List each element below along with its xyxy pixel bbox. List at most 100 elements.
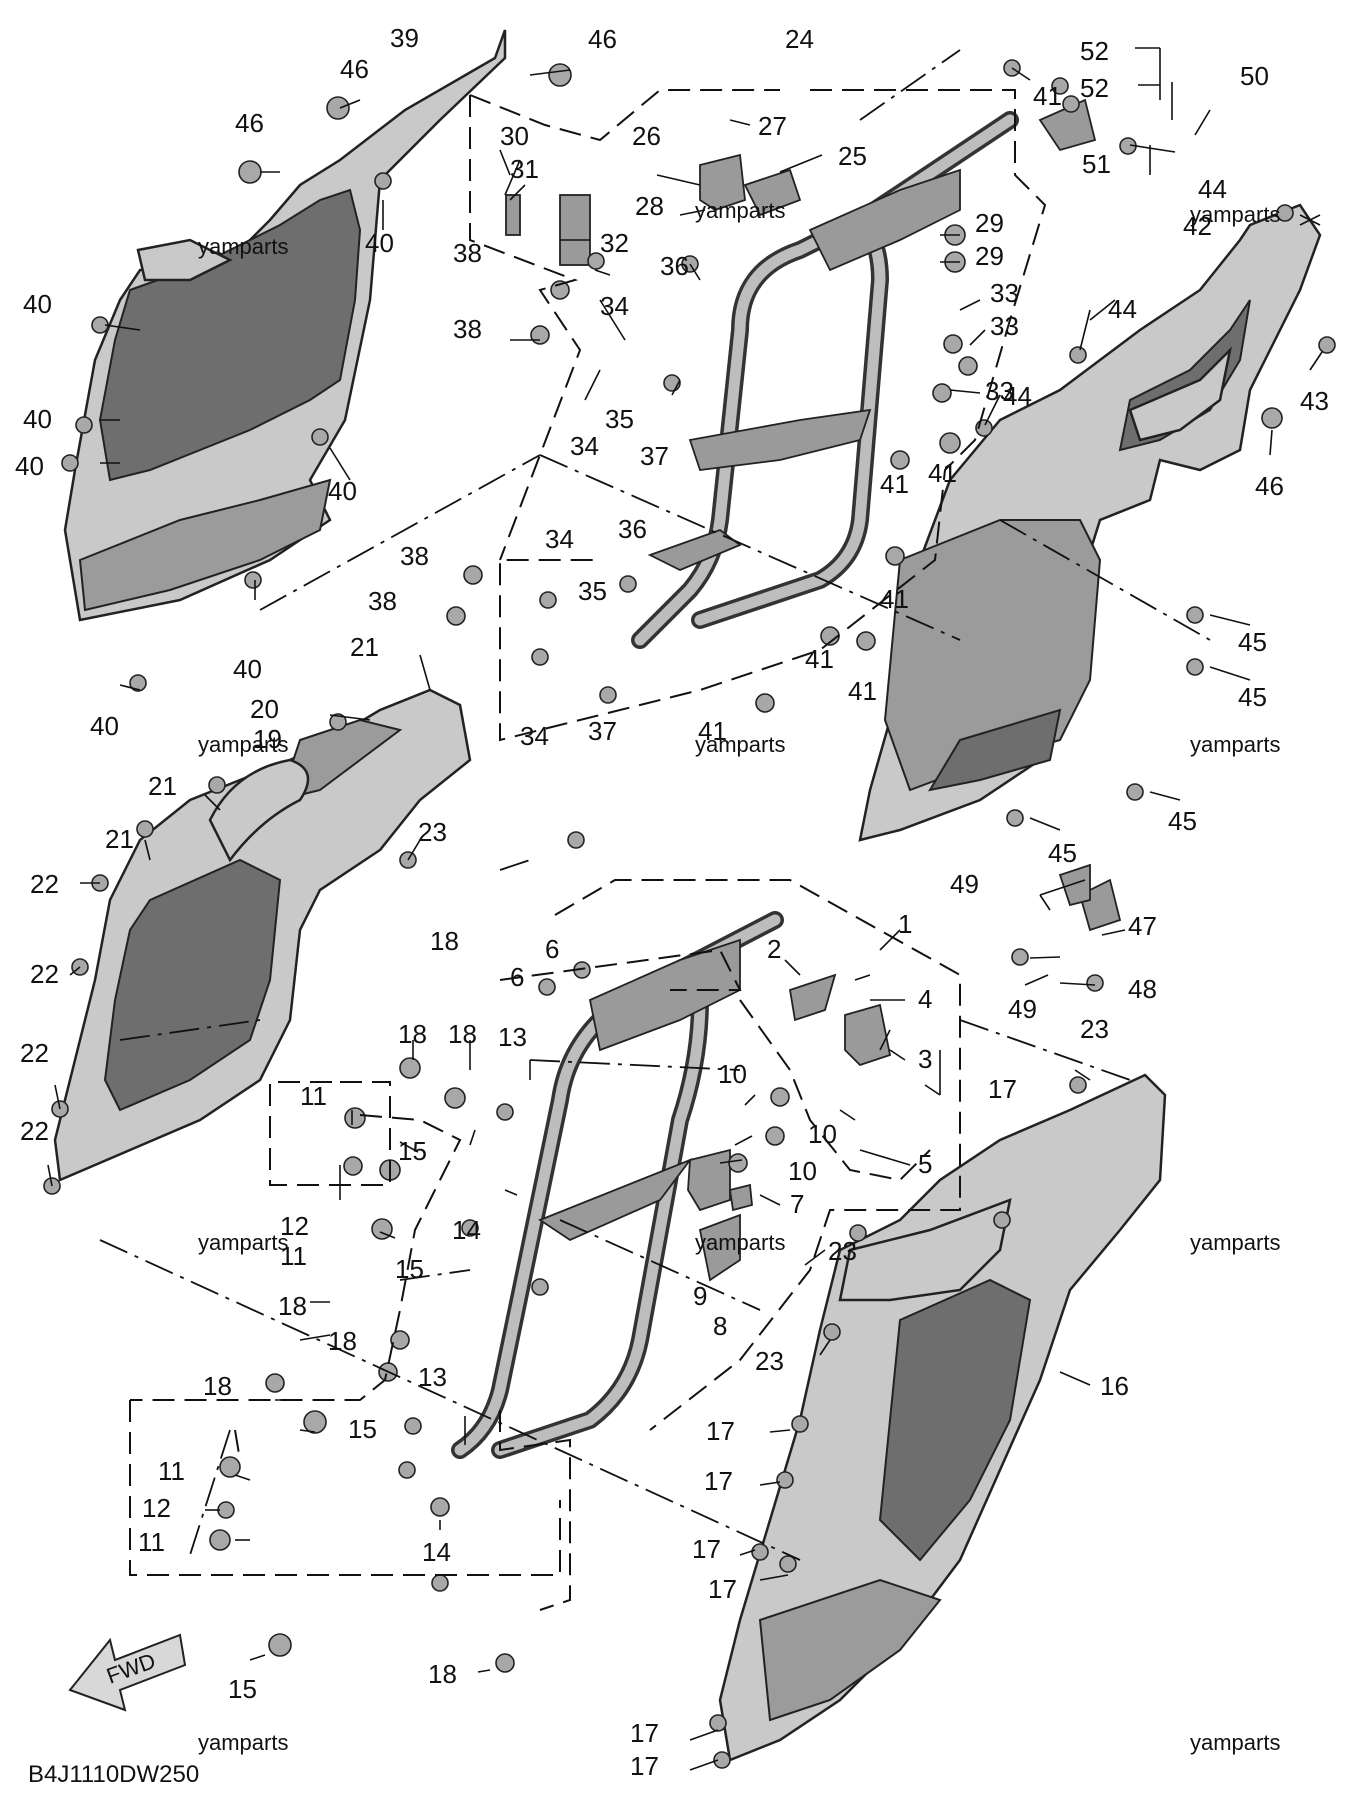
callout-1: 1 (898, 909, 912, 939)
callout-33b: 33 (990, 311, 1019, 341)
callout-3: 3 (918, 1044, 932, 1074)
callout-40c: 40 (15, 451, 44, 481)
callout-41c: 41 (928, 458, 957, 488)
front-door-frame (451, 911, 784, 1459)
callout-45c: 45 (1168, 806, 1197, 836)
callout-46a: 46 (588, 24, 617, 54)
callout-44a: 44 (1198, 174, 1227, 204)
watermark-3: yamparts (1190, 202, 1280, 227)
callout-17g: 17 (630, 1751, 659, 1781)
callout-17d: 17 (692, 1534, 721, 1564)
callout-18g: 18 (428, 1659, 457, 1689)
callout-22a: 22 (30, 869, 59, 899)
callout-16: 16 (1100, 1371, 1129, 1401)
callout-18e: 18 (328, 1326, 357, 1356)
callout-46d: 46 (1255, 471, 1284, 501)
callout-23b: 23 (1080, 1014, 1109, 1044)
callout-12a: 12 (280, 1211, 309, 1241)
callout-22b: 22 (30, 959, 59, 989)
callout-40g: 40 (90, 711, 119, 741)
callout-33a: 33 (990, 278, 1019, 308)
callout-23a: 23 (418, 817, 447, 847)
callout-26: 26 (632, 121, 661, 151)
callout-40f: 40 (233, 654, 262, 684)
callout-11c: 11 (158, 1456, 185, 1486)
callout-31: 31 (510, 154, 539, 184)
callout-11a: 11 (300, 1081, 327, 1111)
callout-30: 30 (500, 121, 529, 151)
callout-45b: 45 (1238, 682, 1267, 712)
callout-15c: 15 (348, 1414, 377, 1444)
callout-34a: 34 (600, 291, 629, 321)
callout-32: 32 (600, 228, 629, 258)
callout-49b: 49 (1008, 994, 1037, 1024)
callout-23c: 23 (828, 1236, 857, 1266)
callout-14a: 14 (452, 1215, 481, 1245)
callout-18a: 18 (430, 926, 459, 956)
watermark-11: yamparts (1190, 1730, 1280, 1755)
diagram-code: B4J1110DW250 (28, 1761, 199, 1788)
callout-6a: 6 (545, 934, 559, 964)
callout-37a: 37 (640, 441, 669, 471)
callout-13a: 13 (498, 1022, 527, 1052)
callout-48: 48 (1128, 974, 1157, 1004)
callout-8: 8 (713, 1311, 727, 1341)
callout-19: 19 (253, 724, 282, 754)
callout-22d: 22 (20, 1116, 49, 1146)
callout-35a: 35 (605, 404, 634, 434)
callout-38b: 38 (453, 314, 482, 344)
callout-5: 5 (918, 1149, 932, 1179)
callout-36a: 36 (660, 251, 689, 281)
callout-33c: 33 (985, 376, 1014, 406)
callout-45a: 45 (1238, 627, 1267, 657)
callout-18f: 18 (203, 1371, 232, 1401)
rear-upper-right-panel (858, 203, 1322, 842)
callout-23d: 23 (755, 1346, 784, 1376)
callout-7: 7 (790, 1189, 804, 1219)
callout-39: 39 (390, 23, 419, 53)
callout-41g: 41 (698, 716, 727, 746)
callout-29b: 29 (975, 241, 1004, 271)
callout-17f: 17 (630, 1718, 659, 1748)
callout-38a: 38 (453, 238, 482, 268)
callout-34c: 34 (545, 524, 574, 554)
watermark-8: yamparts (695, 1230, 785, 1255)
callout-2: 2 (767, 934, 781, 964)
callout-36b: 36 (618, 514, 647, 544)
callout-10b: 10 (808, 1119, 837, 1149)
callout-34d: 34 (520, 721, 549, 751)
callout-15a: 15 (398, 1136, 427, 1166)
callout-45d: 45 (1048, 838, 1077, 868)
callout-21c: 21 (105, 824, 134, 854)
callout-37b: 37 (588, 716, 617, 746)
callout-17a: 17 (988, 1074, 1017, 1104)
callout-13b: 13 (418, 1362, 447, 1392)
callout-25: 25 (838, 141, 867, 171)
callout-27: 27 (758, 111, 787, 141)
callout-49a: 49 (950, 869, 979, 899)
callout-17c: 17 (704, 1466, 733, 1496)
callout-29a: 29 (975, 208, 1004, 238)
watermark-7: yamparts (198, 1230, 288, 1255)
callout-40b: 40 (23, 404, 52, 434)
group-boxes (129, 89, 1047, 1611)
callout-14b: 14 (422, 1537, 451, 1567)
callout-24: 24 (785, 24, 814, 54)
callout-52a: 52 (1080, 36, 1109, 66)
callout-18d: 18 (278, 1291, 307, 1321)
callout-46c: 46 (235, 108, 264, 138)
callout-41e: 41 (805, 644, 834, 674)
callout-42: 42 (1183, 211, 1212, 241)
callout-40a: 40 (23, 289, 52, 319)
callout-21a: 21 (350, 632, 379, 662)
front-left-door-panel (53, 688, 472, 1182)
callout-52b: 52 (1080, 73, 1109, 103)
callout-34b: 34 (570, 431, 599, 461)
watermark-2: yamparts (695, 198, 785, 223)
callout-labels: 1 2 3 4 5 6 6 7 8 9 10 10 10 11 11 11 11… (15, 23, 1329, 1781)
callout-10a: 10 (718, 1059, 747, 1089)
callout-15d: 15 (228, 1674, 257, 1704)
watermark-10: yamparts (198, 1730, 288, 1755)
callout-38d: 38 (368, 586, 397, 616)
watermark-1: yamparts (198, 234, 288, 259)
